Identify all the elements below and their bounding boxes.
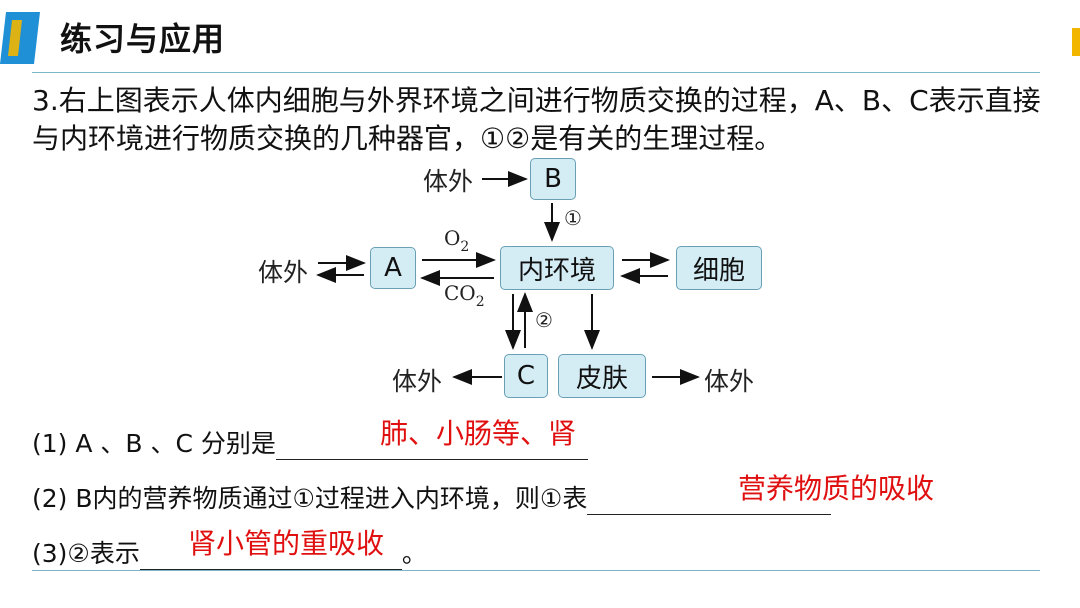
organ-box-a: A — [370, 247, 416, 289]
answer-blank-2[interactable] — [587, 484, 832, 515]
organ-box-b: B — [530, 158, 576, 200]
subquestion-3-end: 。 — [401, 539, 427, 568]
outside-label-bottom-left: 体外 — [392, 367, 443, 396]
header-accent-bar — [0, 12, 40, 64]
oxygen-label: O2 — [444, 226, 470, 255]
subquestion-2: (2) B内的营养物质通过①过程进入内环境，则①表 — [32, 479, 832, 515]
subquestion-3-text: (3)②表示 — [32, 539, 140, 568]
corner-accent — [1072, 28, 1080, 56]
organ-box-c: C — [504, 354, 548, 398]
answer-1: 肺、小肠等、肾 — [380, 417, 577, 450]
outside-label-left: 体外 — [258, 258, 309, 287]
cell-box: 细胞 — [676, 246, 762, 290]
skin-box: 皮肤 — [558, 354, 646, 398]
answer-blank-1[interactable] — [275, 429, 588, 460]
process-label-1: ① — [564, 206, 582, 230]
internal-environment-box: 内环境 — [500, 246, 614, 290]
process-label-2: ② — [535, 308, 553, 332]
answer-3: 肾小管的重吸收 — [188, 527, 385, 560]
question-text: 3.右上图表示人体内细胞与外界环境之间进行物质交换的过程，A、B、C表示直接与内… — [32, 84, 1041, 155]
subquestion-3: (3)②表示 。 — [32, 534, 427, 570]
subquestion-2-text: (2) B内的营养物质通过①过程进入内环境，则①表 — [32, 484, 588, 513]
bottom-divider — [32, 570, 1040, 571]
carbon-dioxide-label: CO2 — [444, 281, 485, 310]
subquestion-1: (1) A 、B 、C 分别是 — [32, 424, 588, 460]
top-divider — [32, 72, 1040, 73]
subquestion-1-text: (1) A 、B 、C 分别是 — [32, 429, 276, 458]
answer-2: 营养物质的吸收 — [738, 472, 935, 505]
answer-blank-3[interactable] — [139, 539, 402, 570]
page-title: 练习与应用 — [60, 20, 226, 58]
outside-label-bottom-right: 体外 — [704, 367, 755, 396]
outside-label-top: 体外 — [423, 167, 474, 196]
